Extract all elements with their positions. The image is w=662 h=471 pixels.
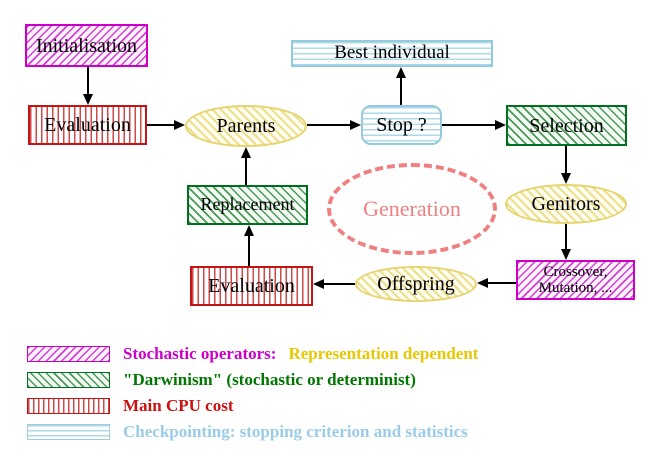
node-evaluation-bottom: Evaluation: [190, 266, 313, 306]
legend-label-darwinism: "Darwinism" (stochastic or determinist): [123, 370, 416, 389]
legend-swatch-cyan-horizontal-hatch: [27, 424, 110, 440]
arrow-stop-to-selection-head: [495, 120, 506, 130]
arrow-crossover-to-offspring-head: [477, 278, 488, 288]
legend-row-stochastic-operators: Stochastic operators: Representation dep…: [27, 344, 478, 364]
legend-row-darwinism: "Darwinism" (stochastic or determinist): [27, 370, 416, 390]
legend-swatch-green-diagonal-hatch: [27, 372, 110, 388]
node-evaluation-top-label: Evaluation: [44, 114, 131, 136]
legend-row-main-cpu-cost: Main CPU cost: [27, 396, 233, 416]
arrow-offspring-to-evaluation-line: [323, 283, 355, 285]
arrow-crossover-to-offspring-line: [487, 282, 516, 284]
legend-swatch-red-vertical-hatch: [27, 398, 110, 414]
node-evaluation-top: Evaluation: [28, 105, 147, 145]
arrow-stop-to-best-head: [396, 67, 406, 78]
arrow-evaluation-to-parents-head: [174, 120, 185, 130]
arrow-selection-to-genitors-line: [565, 146, 567, 174]
node-crossover-mutation: Crossover, Mutation, ...: [516, 260, 635, 300]
node-initialisation: Initialisation: [25, 24, 148, 67]
node-evaluation-bottom-label: Evaluation: [208, 275, 295, 297]
node-selection: Selection: [506, 105, 627, 146]
arrow-replacement-to-parents-head: [241, 147, 251, 158]
arrow-initialisation-to-evaluation-line: [87, 67, 89, 97]
node-crossover-label-line1: Crossover,: [543, 263, 608, 280]
node-genitors-label: Genitors: [531, 193, 601, 215]
node-crossover-label-line2: Mutation, ...: [538, 280, 613, 296]
node-genitors: Genitors: [505, 184, 627, 224]
legend-label-stochastic-operators: Stochastic operators:: [123, 344, 277, 363]
node-selection-label: Selection: [529, 114, 604, 137]
node-parents: Parents: [185, 105, 307, 147]
arrow-parents-to-stop-head: [350, 120, 361, 130]
arrow-evaluation-to-replacement-line: [248, 234, 250, 266]
legend-row-checkpointing: Checkpointing: stopping criterion and st…: [27, 422, 468, 442]
generation-dashed-ellipse: Generation: [327, 163, 497, 255]
arrow-offspring-to-evaluation-head: [313, 279, 324, 289]
node-best-individual-label: Best individual: [334, 42, 450, 64]
node-stop: Stop ?: [361, 105, 442, 145]
node-best-individual: Best individual: [291, 40, 493, 67]
arrow-stop-to-best-line: [400, 76, 402, 105]
legend-swatch-magenta-diagonal-hatch: [27, 346, 110, 362]
arrow-evaluation-to-replacement-head: [244, 225, 254, 236]
legend-label-checkpointing: Checkpointing: stopping criterion and st…: [123, 422, 468, 441]
legend-label-main-cpu-cost: Main CPU cost: [123, 396, 234, 415]
node-replacement: Replacement: [187, 185, 308, 225]
node-offspring-label: Offspring: [377, 273, 455, 295]
node-replacement-label: Replacement: [200, 194, 295, 215]
node-initialisation-label: Initialisation: [35, 34, 138, 57]
arrow-stop-to-selection-line: [442, 124, 496, 126]
node-parents-label: Parents: [216, 115, 276, 137]
node-offspring: Offspring: [355, 266, 477, 302]
arrow-genitors-to-crossover-line: [565, 224, 567, 250]
arrow-genitors-to-crossover-head: [561, 249, 571, 260]
generation-label: Generation: [363, 195, 461, 221]
arrow-selection-to-genitors-head: [561, 173, 571, 184]
arrow-evaluation-to-parents-line: [147, 124, 176, 126]
arrow-parents-to-stop-line: [307, 124, 351, 126]
arrow-initialisation-to-evaluation-head: [83, 94, 93, 105]
node-stop-label: Stop ?: [376, 114, 427, 136]
legend-label-representation-dependent: Representation dependent: [288, 344, 479, 363]
arrow-replacement-to-parents-line: [245, 156, 247, 185]
